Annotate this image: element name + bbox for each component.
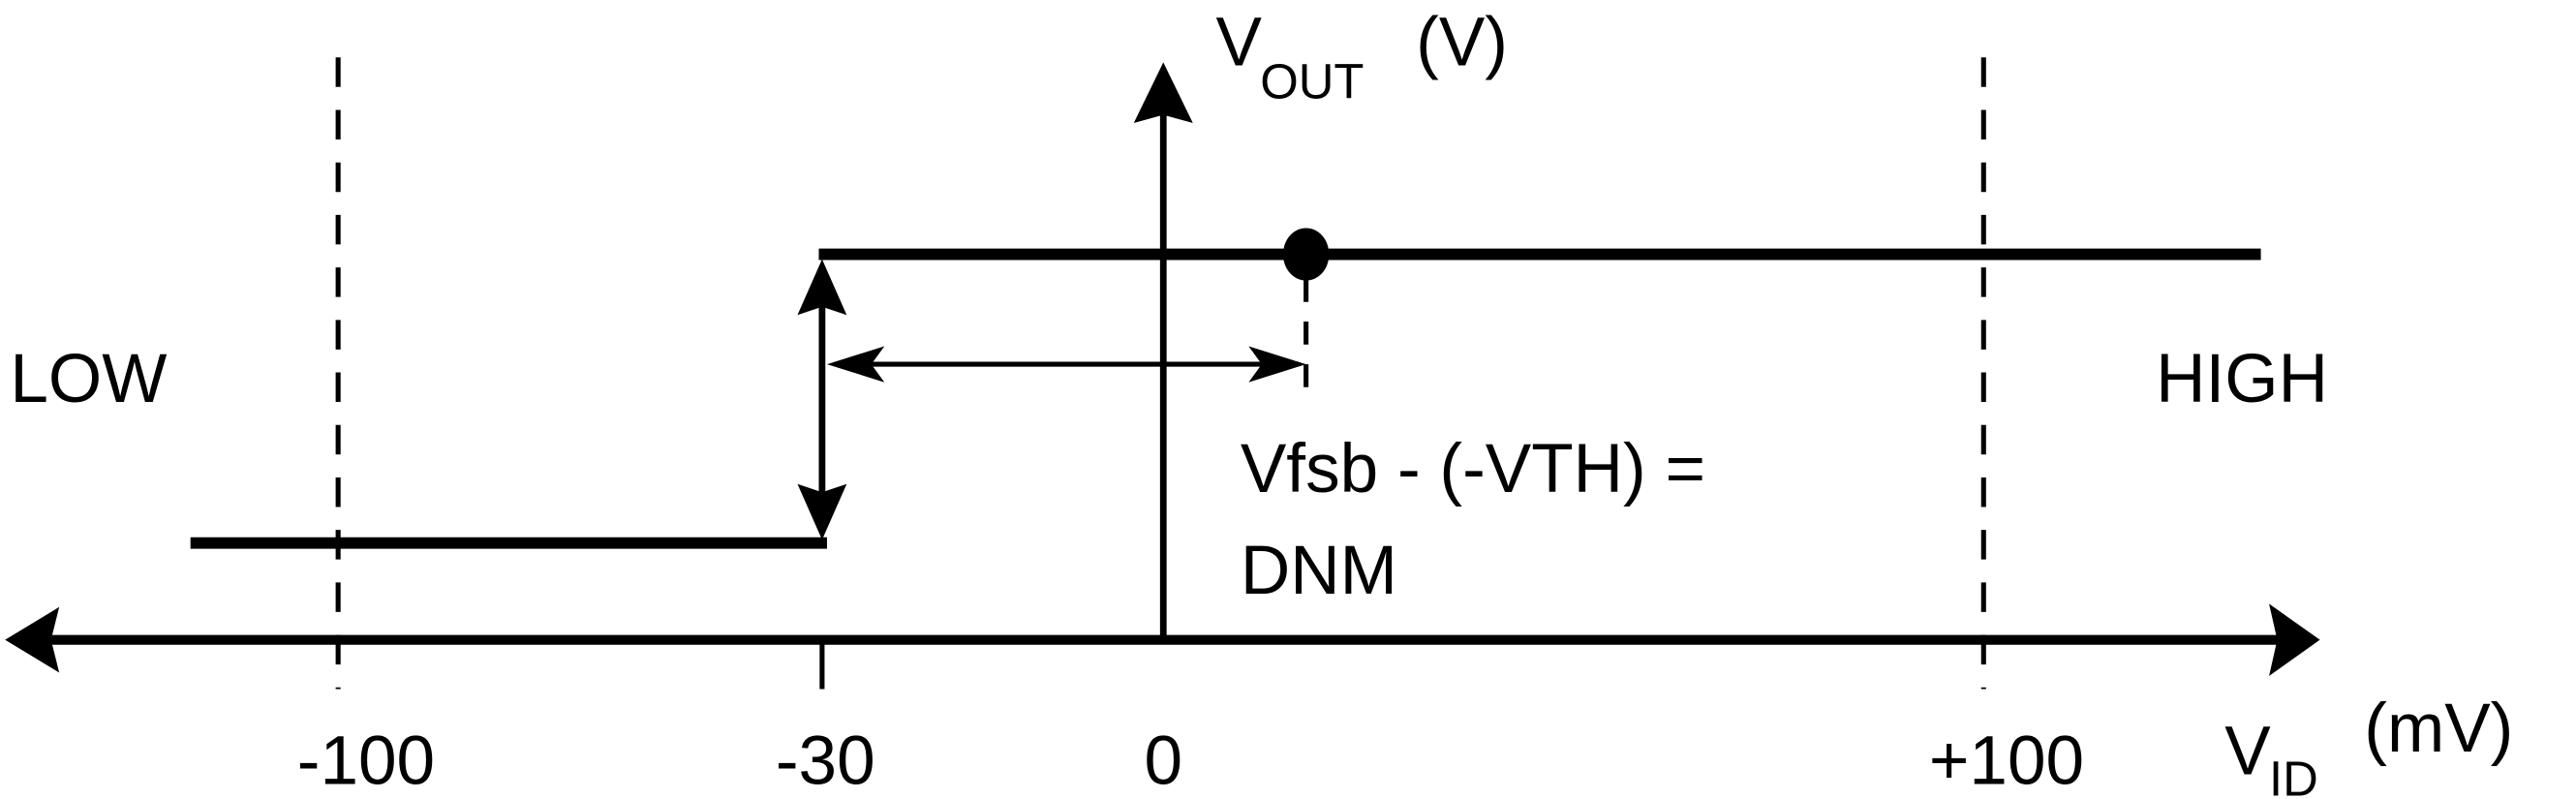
x-axis-unit: (mV)	[2364, 691, 2513, 767]
tick-label-plus-100: +100	[1929, 723, 2084, 799]
tick-label-minus-30: -30	[776, 723, 875, 799]
region-low-label: LOW	[10, 341, 167, 417]
annotation-line2: DNM	[1241, 533, 1397, 609]
x-axis-right-arrowhead	[2269, 603, 2320, 676]
y-axis-arrowhead	[1133, 62, 1193, 124]
tick-label-minus-100: -100	[297, 723, 435, 799]
x-axis-label: V	[2224, 714, 2271, 790]
y-axis-unit: (V)	[1416, 5, 1508, 81]
down-arrowhead	[797, 483, 847, 540]
annotation-line1: Vfsb - (-VTH) =	[1241, 431, 1705, 507]
y-axis-label: V	[1215, 5, 1262, 81]
tick-label-0: 0	[1144, 723, 1182, 799]
x-axis-label-sub: ID	[2269, 752, 2318, 799]
y-axis-label-sub: OUT	[1260, 54, 1364, 109]
left-arrowhead	[826, 346, 885, 383]
up-arrowhead	[797, 259, 847, 316]
threshold-dot	[1282, 228, 1330, 281]
region-high-label: HIGH	[2156, 341, 2328, 417]
x-axis-left-arrowhead	[5, 606, 60, 673]
right-arrowhead	[1248, 346, 1306, 383]
